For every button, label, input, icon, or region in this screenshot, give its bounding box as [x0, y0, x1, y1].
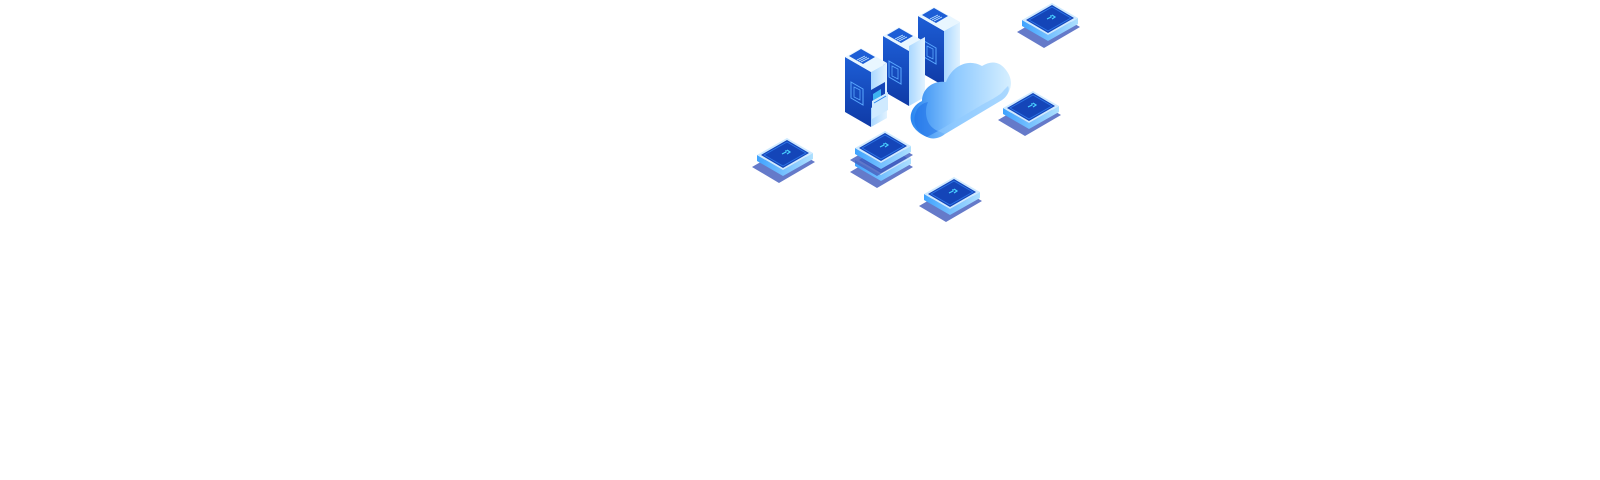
chip-tile-icon [997, 90, 1062, 137]
chip-tile-icon [849, 130, 914, 189]
cloud-icon [910, 62, 1011, 139]
chip-tile-icon [918, 176, 983, 223]
chip-tile-icon [751, 137, 816, 184]
server-rack-icon [882, 26, 926, 107]
server-rack-icon [844, 47, 888, 128]
chip-tile-icon [1016, 2, 1081, 49]
